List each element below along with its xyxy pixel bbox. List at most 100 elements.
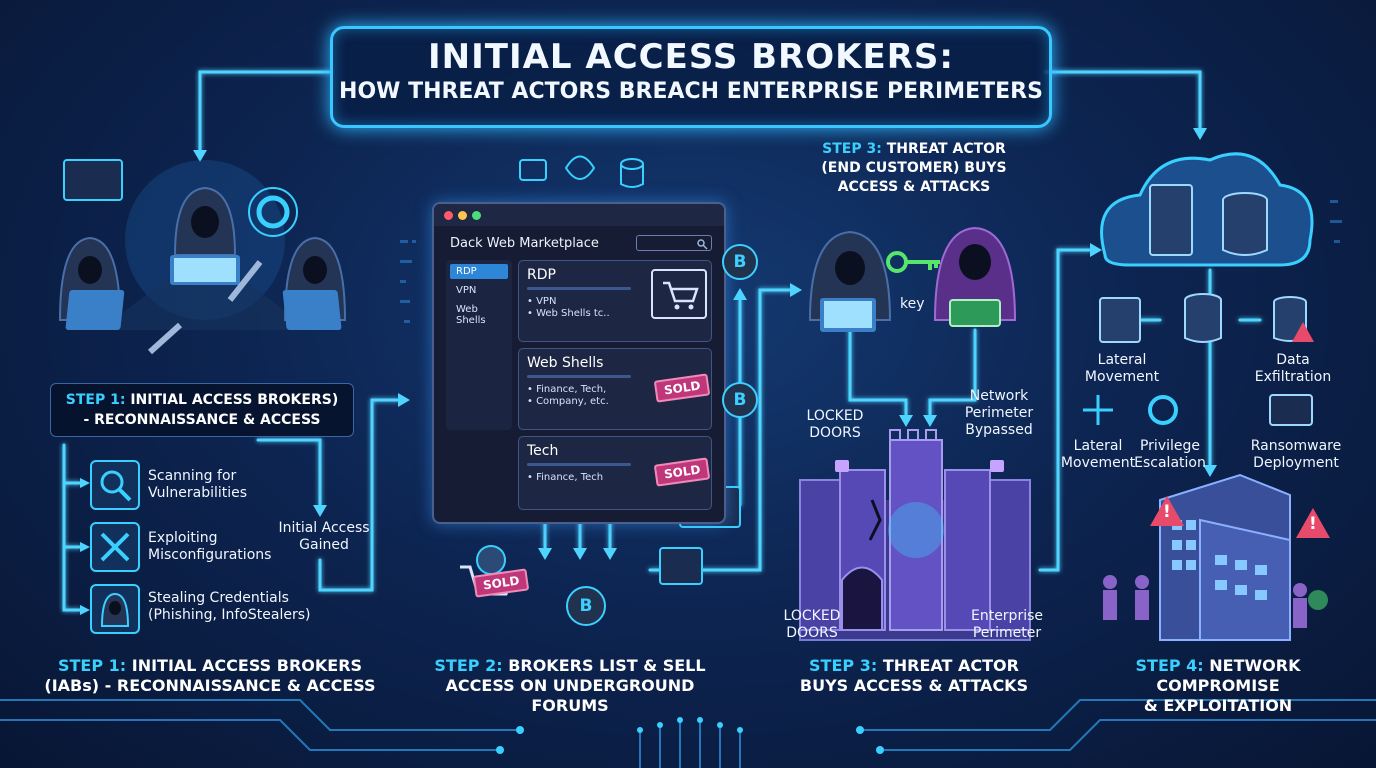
- step3-header-l1: THREAT ACTOR: [886, 141, 1006, 157]
- lateral-movement-top-label: Lateral Movement: [1080, 352, 1164, 386]
- step1-item-exploiting-l2: Misconfigurations: [148, 547, 272, 563]
- ransom-l1: Ransomware: [1250, 438, 1342, 454]
- magnifier-icon: [90, 460, 140, 510]
- window-close-dot[interactable]: [444, 211, 453, 220]
- locked-doors-top-l2: DOORS: [809, 425, 861, 441]
- step1-footer-l1: INITIAL ACCESS BROKERS: [131, 656, 363, 675]
- warning-icon: !: [1150, 496, 1184, 526]
- hacker-icon: [90, 584, 140, 634]
- lateral1-l1: Lateral: [1097, 352, 1147, 368]
- perimeter-l1: Enterprise: [970, 608, 1044, 624]
- exfil-l1: Data: [1276, 352, 1310, 368]
- ransom-l2: Deployment: [1253, 455, 1339, 471]
- exfil-l2: Exfiltration: [1254, 369, 1332, 385]
- step3-footer: STEP 3: THREAT ACTOR BUYS ACCESS & ATTAC…: [796, 656, 1032, 696]
- listing-card-rdp[interactable]: RDP • VPN • Web Shells tc..: [518, 260, 712, 342]
- window-maximize-dot[interactable]: [472, 211, 481, 220]
- step3-footer-l2: BUYS ACCESS & ATTACKS: [799, 676, 1029, 695]
- step3-header-step: STEP 3:: [822, 141, 882, 157]
- bitcoin-icon: B: [566, 586, 606, 626]
- locked-doors-bottom-l1: LOCKED: [783, 608, 841, 624]
- sidebar-item-rdp[interactable]: RDP: [450, 264, 508, 279]
- warning-icon: !: [1296, 508, 1330, 538]
- warning-icon: [1292, 322, 1314, 342]
- step1-footer: STEP 1: INITIAL ACCESS BROKERS (IABs) - …: [40, 656, 380, 696]
- step1-item-exploiting-l1: Exploiting: [148, 530, 218, 546]
- bitcoin-icon: B: [722, 382, 758, 418]
- bypassed-l2: Perimeter: [964, 405, 1034, 421]
- bypassed-l3: Bypassed: [965, 422, 1033, 438]
- step1-item-scanning-l1: Scanning for: [148, 468, 237, 484]
- dark-web-marketplace-window: Dack Web Marketplace RDP VPN Web Shells …: [432, 202, 726, 524]
- marketplace-sidebar: RDP VPN Web Shells: [446, 260, 512, 430]
- step4-footer-l2: & EXPLOITATION: [1143, 696, 1293, 715]
- listing-divider: [527, 287, 631, 290]
- step3-footer-l1: THREAT ACTOR: [882, 656, 1019, 675]
- listing-card-web-shells[interactable]: Web Shells • Finance, Tech, • Company, e…: [518, 348, 712, 430]
- step1-item-scanning: Scanning for Vulnerabilities: [148, 468, 247, 502]
- step4-footer: STEP 4: NETWORK COMPROMISE & EXPLOITATIO…: [1090, 656, 1346, 716]
- step1-footer-l2: (IABs) - RECONNAISSANCE & ACCESS: [44, 676, 376, 695]
- step1-item-stealing-l2: (Phishing, InfoStealers): [148, 607, 311, 623]
- step3-header-l2: (END CUSTOMER) BUYS: [821, 160, 1007, 176]
- marketplace-titlebar: [434, 204, 724, 226]
- data-exfiltration-label: Data Exfiltration: [1250, 352, 1336, 386]
- locked-doors-top-l1: LOCKED: [806, 408, 864, 424]
- listing-card-item: • Finance, Tech,: [527, 384, 607, 395]
- lateral1-l2: Movement: [1084, 369, 1160, 385]
- key-label: key: [900, 296, 925, 312]
- step2-footer: STEP 2: BROKERS LIST & SELL ACCESS ON UN…: [420, 656, 720, 716]
- step4-footer-l1: NETWORK COMPROMISE: [1156, 656, 1301, 695]
- title-line2: HOW THREAT ACTORS BREACH ENTERPRISE PERI…: [339, 79, 1043, 104]
- step4-footer-step: STEP 4:: [1135, 656, 1204, 675]
- title-banner: INITIAL ACCESS BROKERS: HOW THREAT ACTOR…: [330, 26, 1052, 128]
- locked-doors-bottom-l2: DOORS: [786, 625, 838, 641]
- enterprise-perimeter-label: Enterprise Perimeter: [962, 608, 1052, 642]
- step3-header-l3: ACCESS & ATTACKS: [837, 179, 991, 195]
- step1-item-exploiting: Exploiting Misconfigurations: [148, 530, 271, 564]
- listing-card-item: • Company, etc.: [527, 396, 609, 407]
- listing-divider: [527, 463, 631, 466]
- cart-icon[interactable]: [651, 269, 707, 319]
- listing-card-item: • Web Shells tc..: [527, 308, 610, 319]
- lateral-movement-bottom-label: Lateral Movement: [1060, 438, 1136, 472]
- priv-l2: Escalation: [1134, 455, 1206, 471]
- step1-item-stealing: Stealing Credentials (Phishing, InfoStea…: [148, 590, 310, 624]
- step2-footer-l1: BROKERS LIST & SELL: [508, 656, 706, 675]
- step1-footer-step: STEP 1:: [57, 656, 127, 675]
- priv-l1: Privilege: [1139, 438, 1201, 454]
- bypassed-l1: Network: [969, 388, 1029, 404]
- step3-header: STEP 3: THREAT ACTOR (END CUSTOMER) BUYS…: [796, 140, 1032, 210]
- lateral2-l2: Movement: [1060, 455, 1136, 471]
- lateral2-l1: Lateral: [1073, 438, 1123, 454]
- sidebar-item-web-shells[interactable]: Web Shells: [456, 304, 486, 326]
- network-perimeter-bypassed-label: Network Perimeter Bypassed: [954, 388, 1044, 439]
- listing-card-title: RDP: [527, 267, 556, 283]
- step1-header-line2: - RECONNAISSANCE & ACCESS: [83, 412, 321, 428]
- step1-header-line1: INITIAL ACCESS BROKERS): [130, 392, 339, 408]
- perimeter-l2: Perimeter: [972, 625, 1042, 641]
- listing-card-item: • VPN: [527, 296, 557, 307]
- marketplace-title: Dack Web Marketplace: [450, 236, 599, 251]
- tools-icon: [90, 522, 140, 572]
- step2-footer-l2: ACCESS ON UNDERGROUND FORUMS: [445, 676, 695, 715]
- step1-header-step: STEP 1:: [65, 392, 126, 408]
- step1-item-stealing-l1: Stealing Credentials: [148, 590, 289, 606]
- step2-footer-step: STEP 2:: [434, 656, 503, 675]
- listing-card-title: Tech: [527, 443, 559, 459]
- window-minimize-dot[interactable]: [458, 211, 467, 220]
- initial-access-gained-l2: Gained: [299, 537, 349, 553]
- initial-access-gained-label: Initial Access Gained: [268, 520, 380, 554]
- privilege-escalation-label: Privilege Escalation: [1132, 438, 1208, 472]
- sidebar-item-vpn[interactable]: VPN: [456, 285, 477, 296]
- listing-card-item: • Finance, Tech: [527, 472, 604, 483]
- title-line1: INITIAL ACCESS BROKERS:: [428, 37, 954, 77]
- ransomware-deployment-label: Ransomware Deployment: [1246, 438, 1346, 472]
- step1-item-scanning-l2: Vulnerabilities: [148, 485, 248, 501]
- listing-divider: [527, 375, 631, 378]
- bitcoin-icon: B: [722, 244, 758, 280]
- listing-card-tech[interactable]: Tech • Finance, Tech SOLD: [518, 436, 712, 510]
- step3-footer-step: STEP 3:: [809, 656, 878, 675]
- marketplace-search-input[interactable]: [636, 235, 712, 251]
